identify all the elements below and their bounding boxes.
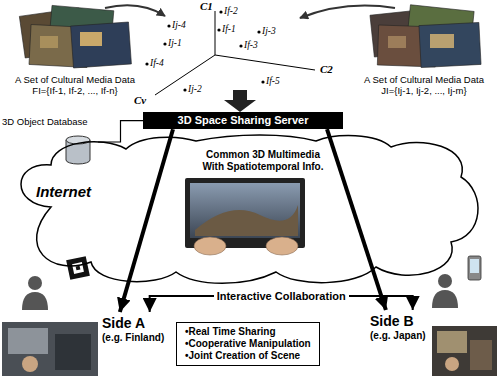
site-country: (e.g. Finland) [102, 332, 164, 344]
down-arrow [224, 90, 256, 112]
flow-arrow [327, 129, 386, 310]
point-label: If-1 [222, 24, 236, 34]
point-label: Ij-2 [188, 84, 202, 94]
user-icon [22, 276, 48, 310]
point-label: Ij-3 [262, 26, 276, 36]
site-label: Side A(e.g. Finland) [100, 312, 166, 347]
cloud-shape [21, 135, 478, 283]
feature-box: •Real Time Sharing•Cooperative Manipulat… [176, 322, 320, 366]
point-label: Ij-1 [168, 38, 182, 48]
network-label: Internet [36, 183, 91, 201]
point-label: Ij-4 [172, 20, 186, 30]
flow-arrow [120, 129, 173, 312]
caption: A Set of Cultural Media Data [2, 74, 148, 85]
caption: A Set of Cultural Media Data [351, 74, 497, 85]
database-cylinder [66, 136, 90, 164]
flow-arrow [105, 5, 165, 16]
site-label: Side B(e.g. Japan) [368, 310, 428, 345]
database-label: 3D Object Database [2, 116, 98, 127]
site-name: Side B [370, 313, 426, 330]
site-photo [2, 322, 98, 376]
edge-label: Interactive Collaboration [214, 290, 349, 302]
ar-marker [66, 256, 90, 280]
server-label: 3D Space Sharing Server [155, 114, 331, 127]
axes [155, 11, 315, 95]
user-icon [432, 274, 458, 308]
point-label: If-3 [244, 40, 258, 50]
point-label: If-5 [266, 76, 280, 86]
axis-label: C2 [320, 63, 333, 75]
point-label: If-4 [150, 58, 164, 68]
media-photos [370, 5, 481, 68]
set-formula: FI={If-1, If-2, ..., If-n} [2, 85, 148, 96]
cloud: Internet Common 3D Multimedia With Spatio… [6, 127, 486, 287]
set-formula: JI={Ij-1, Ij-2, ..., Ij-m} [351, 85, 497, 96]
content-label: Common 3D Multimedia With Spatiotemporal… [198, 149, 328, 173]
shared-screen [185, 178, 305, 255]
axis-label: C1 [200, 0, 213, 12]
feature-item: •Real Time Sharing [185, 326, 311, 338]
site-photo [432, 326, 497, 376]
data-points [145, 10, 264, 91]
axis-label: Cv [134, 94, 146, 106]
point-label: If-2 [224, 6, 238, 16]
phone-icon [468, 256, 481, 280]
flow-arrow [300, 6, 395, 18]
media-photos [19, 5, 131, 68]
link-line [98, 121, 143, 142]
feature-item: •Cooperative Manipulation [185, 338, 311, 350]
media-set: A Set of Cultural Media DataFI={If-1, If… [0, 4, 150, 102]
feature-item: •Joint Creation of Scene [185, 350, 311, 362]
site-country: (e.g. Japan) [370, 330, 426, 342]
site-name: Side A [102, 315, 164, 332]
server-box: 3D Space Sharing Server [143, 112, 343, 129]
media-set: A Set of Cultural Media DataJI={Ij-1, Ij… [349, 4, 499, 102]
